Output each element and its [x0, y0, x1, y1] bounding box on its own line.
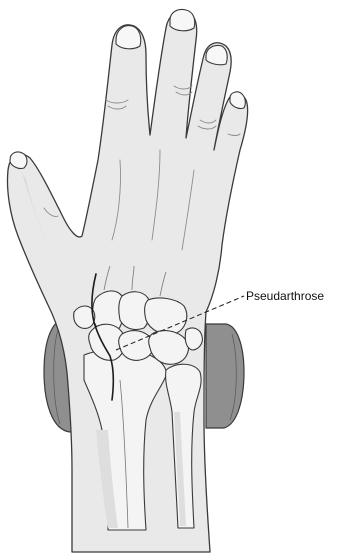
carpal-bone — [119, 331, 154, 361]
ring-nail — [206, 45, 227, 64]
middle-nail — [170, 9, 195, 30]
right-pad — [206, 324, 244, 428]
index-nail — [116, 26, 141, 49]
annotation-label: Pseudarthrose — [246, 289, 324, 303]
carpal-bone — [185, 328, 202, 350]
